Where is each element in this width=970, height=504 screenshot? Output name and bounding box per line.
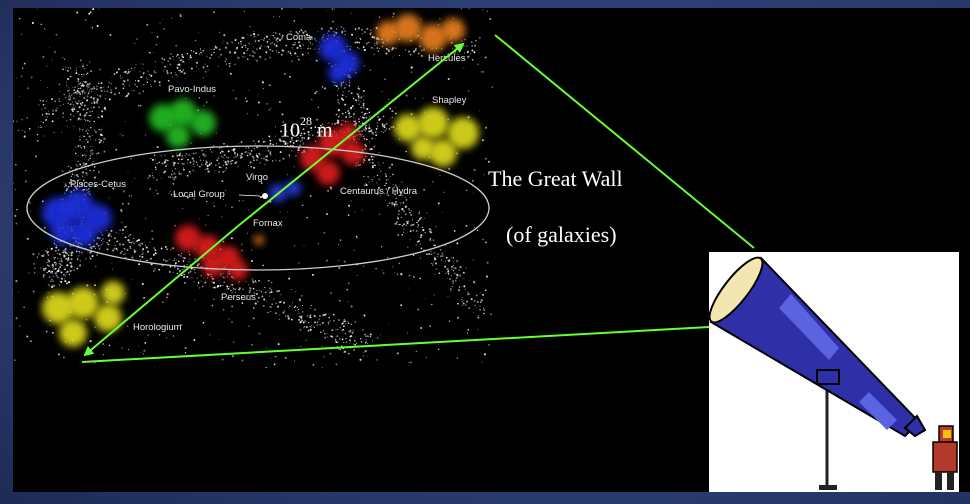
telescope-icon bbox=[708, 256, 927, 490]
supercluster-blob bbox=[202, 255, 224, 277]
supercluster-blob bbox=[175, 225, 201, 251]
label-shapley: Shapley bbox=[432, 95, 467, 106]
supercluster-blob bbox=[42, 292, 74, 324]
supercluster-blob bbox=[101, 281, 125, 305]
label-fornax: Fornax bbox=[253, 218, 283, 229]
label-centaurus-hydra: Centaurus / Hydra bbox=[340, 186, 418, 197]
scale-base: 10 bbox=[280, 119, 300, 142]
scale-label: 1028 m bbox=[280, 114, 333, 143]
supercluster-blob bbox=[59, 319, 87, 347]
supercluster-blob bbox=[254, 235, 264, 245]
local-orbit-ellipse bbox=[26, 145, 490, 271]
supercluster-blob bbox=[338, 123, 358, 143]
local-group-dot bbox=[262, 193, 268, 199]
local-group-pointer bbox=[238, 194, 261, 197]
supercluster-blob bbox=[419, 24, 447, 52]
supercluster-blob bbox=[341, 141, 365, 165]
label-coma: Coma bbox=[286, 32, 312, 43]
supercluster-blob bbox=[429, 139, 457, 167]
supercluster-blob bbox=[447, 117, 479, 149]
supercluster-blob bbox=[166, 124, 190, 148]
supercluster-blob bbox=[394, 114, 422, 142]
label-local-group: Local Group bbox=[173, 189, 225, 200]
galaxy-star-map bbox=[13, 8, 493, 368]
label-virgo: Virgo bbox=[246, 172, 269, 183]
label-perseus: Perseus bbox=[221, 292, 256, 303]
view-line-bottom bbox=[81, 326, 710, 363]
supercluster-blob bbox=[67, 287, 99, 319]
supercluster-blob bbox=[417, 107, 449, 139]
label-pavo-indus: Pavo-Indus bbox=[168, 84, 217, 95]
supercluster-blob bbox=[300, 145, 326, 171]
supercluster-blob bbox=[316, 161, 340, 185]
supercluster-blob bbox=[328, 63, 348, 83]
scale-arrow-up bbox=[237, 42, 465, 227]
supercluster-blob bbox=[169, 99, 197, 127]
supercluster-blob bbox=[411, 136, 435, 160]
scale-arrow-down bbox=[83, 225, 239, 357]
view-line-top bbox=[494, 34, 755, 249]
great-wall-subtitle: (of galaxies) bbox=[506, 222, 617, 247]
label-pisces-cetus: Pisces-Cetus bbox=[70, 179, 126, 190]
telescope-clipart-box bbox=[708, 252, 959, 492]
label-hercules: Hercules bbox=[428, 53, 466, 64]
label-horologium: Horologium bbox=[133, 322, 182, 333]
supercluster-blob bbox=[190, 110, 216, 136]
great-wall-title: The Great Wall bbox=[488, 166, 623, 191]
supercluster-blob bbox=[376, 21, 400, 45]
supercluster-blob bbox=[394, 14, 422, 42]
supercluster-blob bbox=[69, 219, 97, 247]
supercluster-blob bbox=[195, 235, 221, 261]
supercluster-blob bbox=[94, 304, 122, 332]
scale-exponent: 28 bbox=[300, 114, 312, 128]
observer-person-icon bbox=[932, 425, 958, 490]
scale-unit: m bbox=[317, 119, 333, 142]
supercluster-blob bbox=[441, 18, 465, 42]
